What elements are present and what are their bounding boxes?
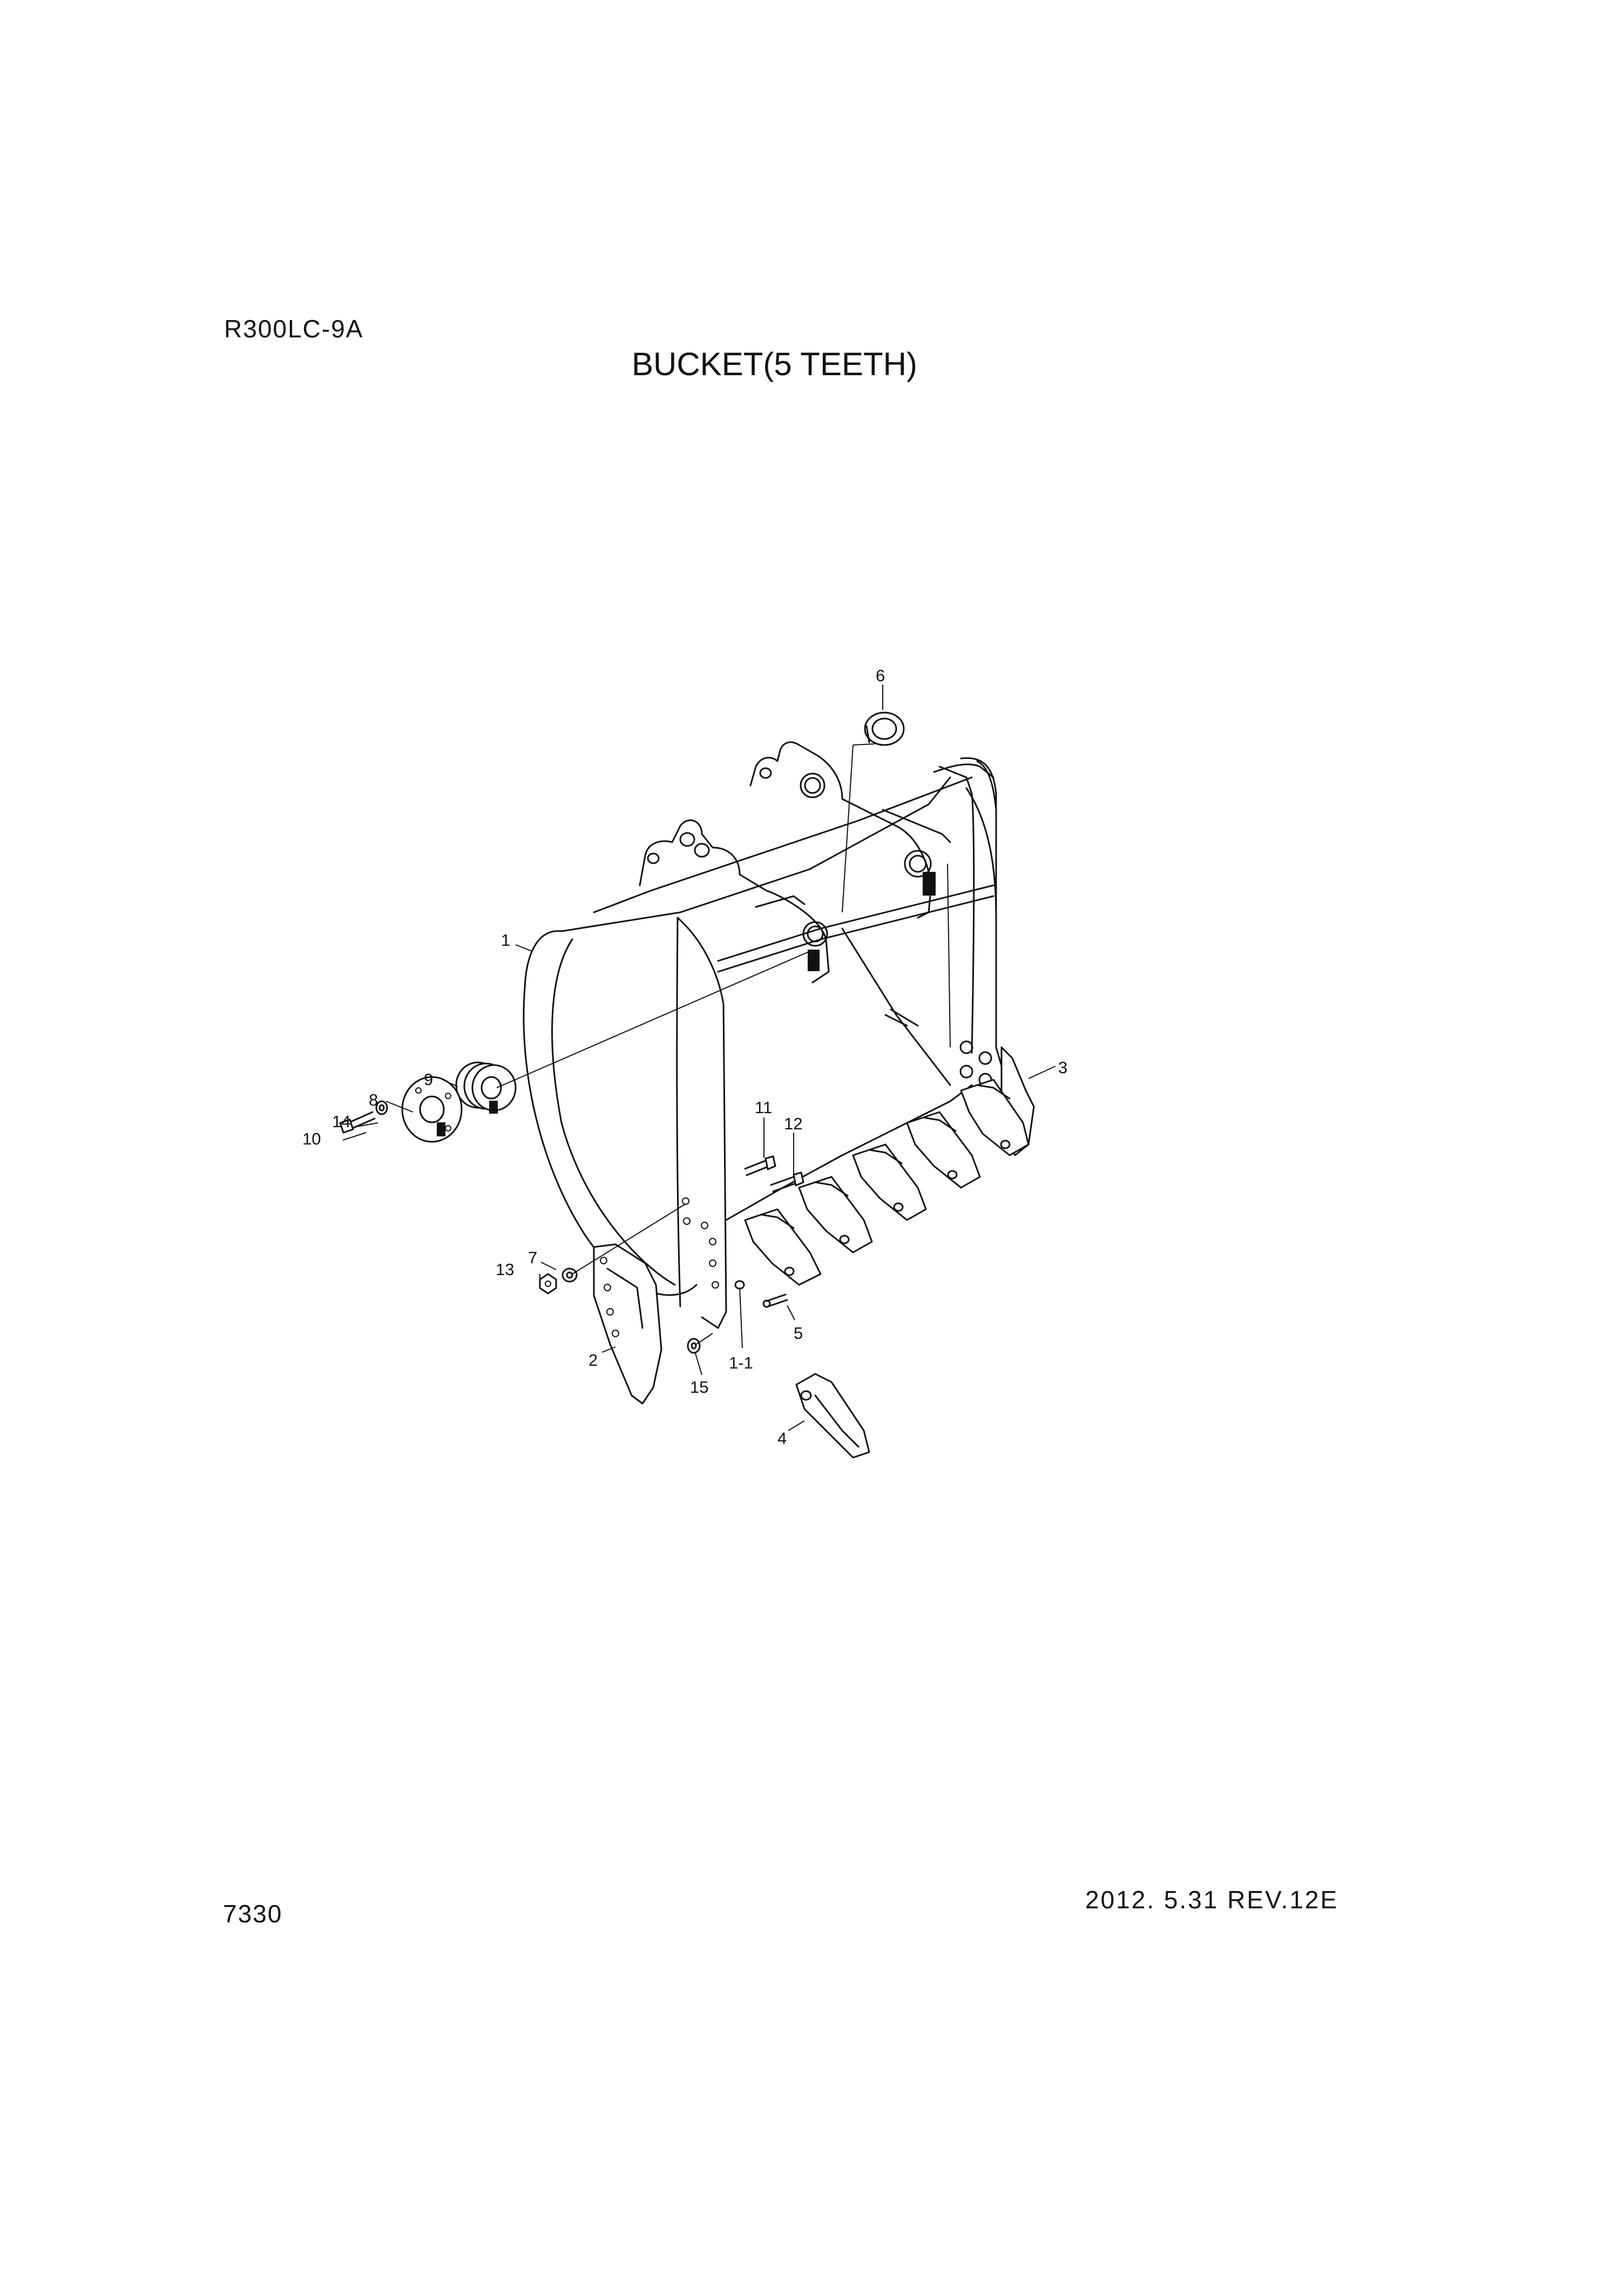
callout-1: 1 [501,931,510,950]
right-boss-plate [749,741,951,919]
bolt-part-11 [744,1155,776,1176]
callout-12: 12 [784,1114,802,1133]
leader-lines [342,685,1056,1431]
nut-part-13 [539,1273,557,1295]
callout-15: 15 [690,1378,708,1397]
callout-labels: 1 6 3 9 8 14 10 11 12 7 13 5 2 15 1-1 4 [302,666,1067,1448]
side-holes-left [682,1197,719,1289]
callout-14: 14 [332,1112,350,1131]
revision-date: 2012. 5.31 REV.12E [1085,1886,1339,1914]
callout-6: 6 [876,666,885,685]
left-boss-plate [639,819,830,984]
bolt-part-10 [339,1111,376,1134]
callout-8: 8 [369,1090,378,1109]
page-number: 7330 [223,1900,283,1928]
callout-5: 5 [794,1324,803,1343]
bushing-part-6 [852,712,905,746]
callout-11: 11 [755,1098,772,1117]
pin-part-5 [762,1293,788,1308]
page-title: BUCKET(5 TEETH) [632,346,917,382]
plate-part-8 [401,1076,463,1143]
bolt-part-12 [770,1171,804,1193]
tooth-part-4 [795,1373,870,1459]
model-code: R300LC-9A [224,315,364,343]
washer-part-15 [687,1338,701,1354]
side-cutter-left [593,1243,662,1405]
callout-9: 9 [424,1070,433,1089]
callout-4: 4 [777,1429,787,1448]
callout-7: 7 [528,1248,537,1267]
callout-10: 10 [302,1129,321,1148]
shim-part-9 [455,1061,517,1114]
callout-13: 13 [496,1260,514,1279]
callout-1-1: 1-1 [729,1353,753,1372]
washer-part-14 [375,1100,388,1115]
teeth-row [734,1079,1030,1290]
washer-part-7 [561,1268,578,1283]
callout-3: 3 [1058,1058,1067,1077]
callout-2: 2 [588,1351,598,1370]
